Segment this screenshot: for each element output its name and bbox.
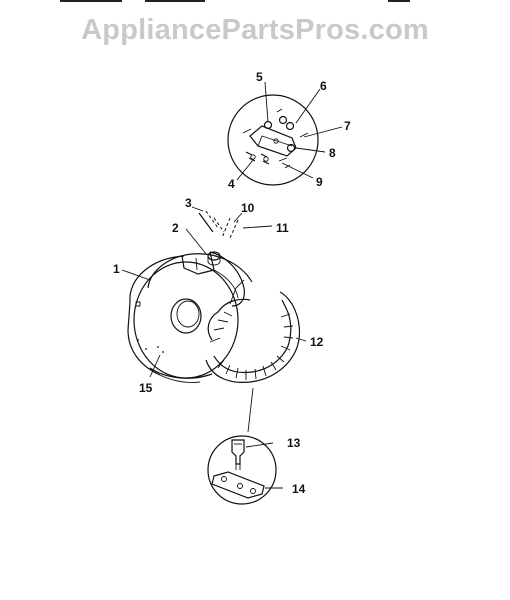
callout-1: 1 — [113, 262, 120, 276]
blower-housing — [121, 228, 253, 383]
callout-9: 9 — [316, 175, 323, 189]
callout-12: 12 — [310, 335, 324, 349]
callout-8: 8 — [329, 146, 336, 160]
watermark: AppliancePartsPros.com — [81, 14, 429, 46]
detail-circle-bottom — [207, 435, 283, 505]
detail-circle-top — [227, 81, 343, 186]
callout-14: 14 — [292, 482, 306, 496]
callout-10: 10 — [241, 201, 255, 215]
fasteners-3-10-11 — [191, 206, 273, 239]
heating-element-12 — [205, 279, 307, 433]
callout-5: 5 — [256, 70, 263, 84]
callout-3: 3 — [185, 196, 192, 210]
callout-15: 15 — [139, 381, 153, 395]
top-edge-marks — [0, 0, 510, 4]
callout-13: 13 — [287, 436, 301, 450]
callout-11: 11 — [276, 221, 289, 235]
callout-2: 2 — [172, 221, 179, 235]
callout-7: 7 — [344, 119, 351, 133]
callout-6: 6 — [320, 79, 327, 93]
callout-4: 4 — [228, 177, 235, 191]
